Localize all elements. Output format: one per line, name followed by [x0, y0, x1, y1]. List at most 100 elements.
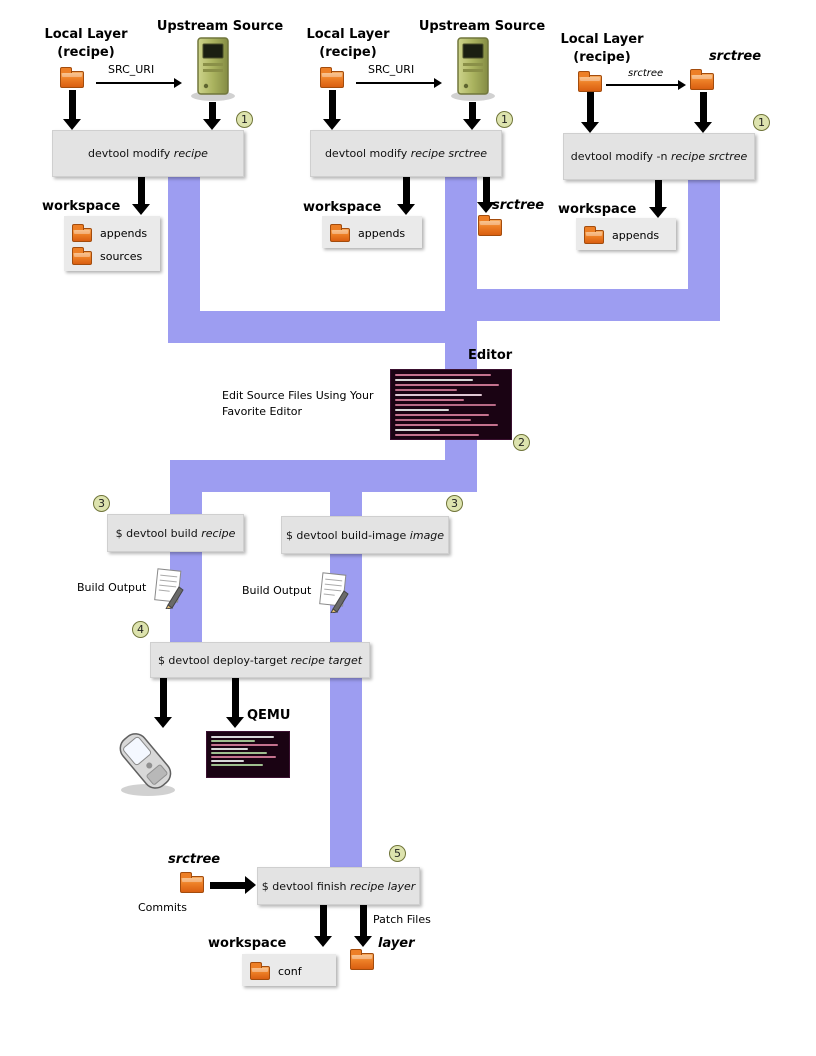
finish-layer-label: layer [378, 936, 415, 951]
commits-to-finish-arrow [210, 876, 256, 894]
flow1-workspace-box: appends sources [64, 216, 160, 271]
flow3-srctree-folder-title: srctree [708, 49, 762, 64]
target-device-phone-icon [112, 724, 184, 802]
build-image-step-badge: 3 [446, 495, 463, 512]
flow1-folder-appends-label: appends [100, 226, 148, 240]
flow3-folder-appends-label: appends [612, 228, 660, 242]
flow3-workspace-row-appends: appends [584, 226, 668, 244]
flow3-srctree-to-cmd-arrow [694, 92, 712, 133]
flow1-local-layer-line2: (recipe) [57, 44, 115, 60]
flow2-local-layer-line1: Local Layer [306, 27, 390, 42]
finish-cmd-box: $ devtool finish recipe layer [257, 867, 420, 905]
build-output-label-left: Build Output [77, 581, 147, 594]
flow3-srctree-folder-icon [690, 68, 714, 90]
flow1-server-to-cmd-arrow [203, 102, 221, 130]
editor-caption-line2: Favorite Editor [222, 404, 303, 418]
flow2-srctree-label: srctree [492, 198, 545, 213]
flow3-srctree-arrow-label: srctree [628, 68, 664, 79]
deploy-cmd-prefix: $ devtool deploy-target [157, 653, 291, 667]
editor-caption-line1: Edit Source Files Using Your [222, 389, 374, 402]
deploy-target-box: $ devtool deploy-target recipe target [150, 642, 370, 678]
flow1-folder-sources-label: sources [100, 249, 143, 263]
build-image-italic: image [409, 528, 445, 542]
flow3-local-layer-line2: (recipe) [573, 49, 631, 65]
flow3-workspace-label: workspace [558, 202, 637, 217]
flow3-workspace-box: appends [576, 218, 676, 250]
flow2-folder-to-cmd-arrow [323, 90, 341, 130]
folder-icon [72, 224, 92, 242]
flow2-step-badge: 1 [496, 111, 513, 128]
build-image-box: $ devtool build-image image [281, 516, 449, 554]
flow1-local-layer-title: Local Layer (recipe) [30, 26, 142, 61]
flow1-cmd-to-workspace-arrow [132, 177, 150, 215]
flow1-workspace-label: workspace [42, 199, 121, 214]
build-recipe-box: $ devtool build recipe [107, 514, 244, 552]
flow3-cmd-box: devtool modify -n recipe srctree [563, 133, 755, 180]
flow2-cmd-italic: recipe srctree [410, 147, 488, 160]
commits-label: Commits [138, 901, 187, 914]
flow1-src-uri-arrow [96, 77, 182, 89]
finish-to-workspace-arrow [314, 905, 332, 947]
editor-terminal-image [390, 369, 512, 440]
flow2-workspace-row-appends: appends [330, 224, 414, 242]
flow3-cmd-italic: recipe srctree [670, 150, 748, 163]
flow2-cmd-to-workspace-arrow [397, 177, 415, 215]
finish-workspace-label: workspace [208, 936, 287, 951]
build-recipe-prefix: $ devtool build [115, 526, 202, 540]
folder-icon [72, 247, 92, 265]
flow1-cmd-prefix: devtool modify [88, 147, 174, 160]
flow2-src-uri-label: SRC_URI [368, 63, 415, 76]
build-output-document-icon [150, 567, 186, 613]
flow2-local-layer-title: Local Layer (recipe) [292, 26, 404, 61]
flow1-folder-to-cmd-arrow [63, 90, 81, 130]
finish-srctree-label: srctree [168, 852, 221, 867]
flow3-recipe-folder-icon [578, 70, 602, 92]
flow3-cmd-to-workspace-arrow [649, 180, 667, 218]
finish-workspace-box: conf [242, 954, 336, 986]
flow1-src-uri-label: SRC_URI [108, 63, 155, 76]
patch-files-label: Patch Files [373, 913, 431, 926]
flow2-cmd-prefix: devtool modify [324, 147, 411, 160]
finish-conf-label: conf [278, 964, 302, 978]
pipe-split-horizontal [170, 460, 477, 492]
deploy-cmd-italic: recipe target [290, 653, 363, 667]
pipe-flow3-horizontal [461, 289, 720, 321]
flow2-cmd-box: devtool modify recipe srctree [310, 130, 502, 177]
qemu-label: QEMU [247, 708, 291, 723]
flow1-workspace-row-sources: sources [72, 247, 152, 265]
flow1-workspace-row-appends: appends [72, 224, 152, 242]
finish-to-layer-arrow [354, 905, 372, 947]
flow1-server-icon [186, 36, 240, 106]
flow1-recipe-folder-icon [60, 66, 84, 88]
editor-title: Editor [468, 348, 513, 363]
flow1-upstream-title: Upstream Source [156, 19, 284, 34]
flow2-cmd-to-srctree-arrow [477, 177, 495, 213]
flow2-srctree-folder-icon [478, 214, 502, 236]
flow2-workspace-label: workspace [303, 200, 382, 215]
editor-caption: Edit Source Files Using Your Favorite Ed… [222, 388, 392, 420]
folder-icon [250, 962, 270, 980]
finish-cmd-italic: recipe layer [350, 879, 416, 893]
pipe-flow2-vertical [445, 175, 477, 371]
build-recipe-step-badge: 3 [93, 495, 110, 512]
finish-layer-folder-icon [350, 948, 374, 970]
flow2-server-icon [446, 36, 500, 106]
deploy-step-badge: 4 [132, 621, 149, 638]
folder-icon [330, 224, 350, 242]
build-output-label-right: Build Output [242, 584, 312, 597]
deploy-to-qemu-arrow [226, 678, 244, 728]
flow1-cmd-italic: recipe [173, 147, 208, 160]
flow1-cmd-box: devtool modify recipe [52, 130, 244, 177]
flow1-step-badge: 1 [236, 111, 253, 128]
flow2-workspace-box: appends [322, 216, 422, 248]
qemu-terminal-image [206, 731, 290, 778]
finish-workspace-row-conf: conf [250, 962, 328, 980]
pipe-to-build [170, 460, 202, 517]
deploy-to-device-arrow [154, 678, 172, 728]
flow2-folder-appends-label: appends [358, 226, 406, 240]
flow3-local-layer-title: Local Layer (recipe) [546, 31, 658, 66]
flow2-local-layer-line2: (recipe) [319, 44, 377, 60]
flow2-recipe-folder-icon [320, 66, 344, 88]
build-image-output-document-icon [315, 571, 351, 617]
